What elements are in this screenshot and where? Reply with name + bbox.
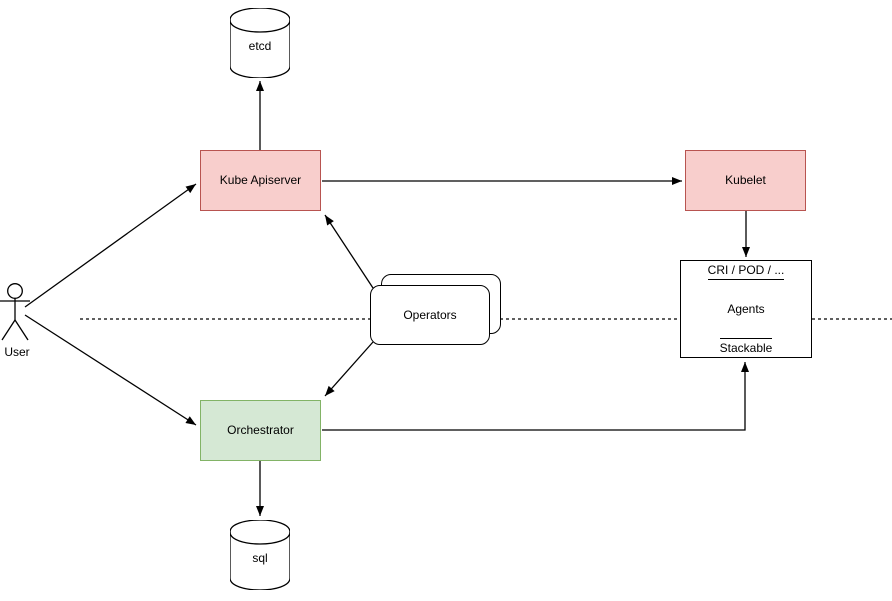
agents-label: Agents (727, 301, 765, 316)
kube-apiserver-label: Kube Apiserver (219, 173, 302, 188)
user-actor-head (7, 283, 23, 299)
node-etcd[interactable]: etcd (229, 7, 291, 79)
etcd-cylinder-rim (229, 19, 291, 33)
node-user[interactable] (0, 283, 30, 341)
node-orchestrator[interactable]: Orchestrator (200, 400, 321, 461)
node-sql[interactable]: sql (229, 519, 291, 591)
orchestrator-label: Orchestrator (227, 423, 294, 438)
node-operators[interactable]: Operators (370, 274, 501, 345)
node-kube-apiserver[interactable]: Kube Apiserver (200, 150, 321, 211)
etcd-label: etcd (248, 39, 272, 53)
sql-label: sql (252, 551, 268, 565)
kubelet-label: Kubelet (725, 173, 766, 188)
agents-footer-stackable: Stackable (719, 338, 773, 357)
operators-label: Operators (403, 308, 457, 322)
agents-header: CRI / POD / ... (707, 261, 785, 280)
node-kubelet[interactable]: Kubelet (685, 150, 806, 211)
user-label: User (4, 345, 30, 359)
operators-front-card: Operators (370, 285, 490, 345)
user-actor-right-leg (14, 319, 29, 341)
sql-cylinder-rim (229, 531, 291, 545)
node-agents[interactable]: CRI / POD / ... Agents Stackable (680, 260, 812, 358)
user-actor-left-leg (1, 319, 16, 341)
